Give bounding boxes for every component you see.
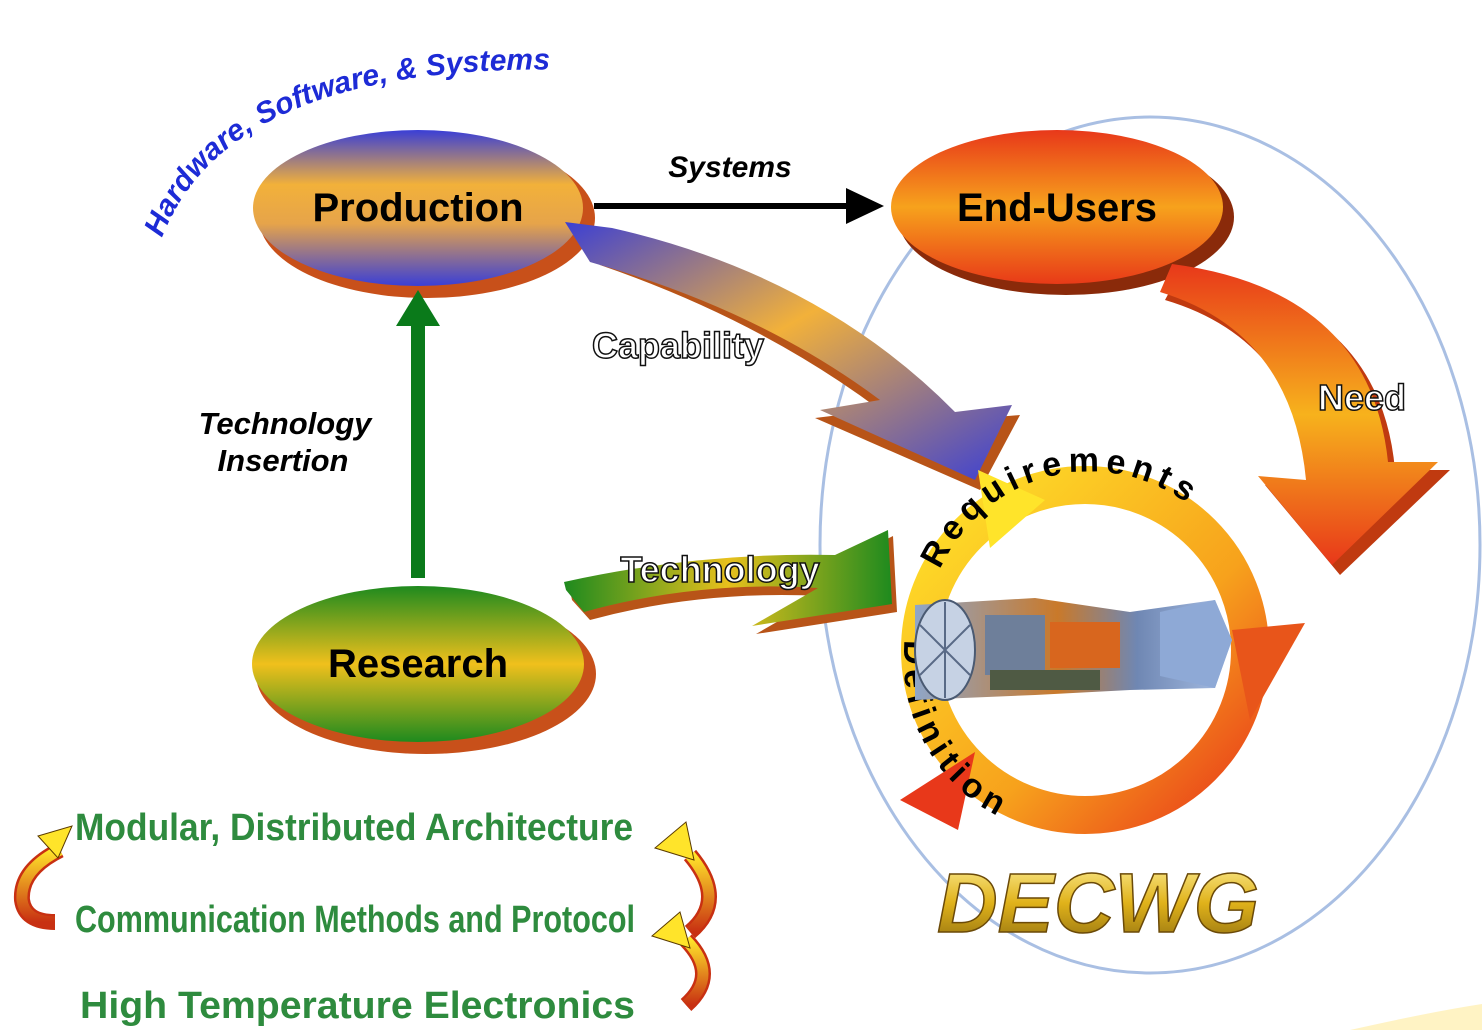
need-label: Need: [1318, 377, 1406, 418]
cycle-arrowhead-bottom: [900, 752, 975, 830]
curl-arrow-right-bottom: [650, 911, 711, 1011]
need-edge: Need: [1160, 264, 1450, 575]
systems-label: Systems: [668, 151, 791, 184]
focus-area-item: High Temperature Electronics: [80, 985, 635, 1027]
requirements-cycle: Requirements Definition: [895, 441, 1305, 834]
systems-edge: Systems: [594, 151, 884, 224]
focus-area-item: Communication Methods and Protocol: [75, 899, 635, 941]
focus-areas: Modular, Distributed Architecture Commun…: [75, 807, 635, 1027]
focus-ellipse: [818, 115, 1482, 975]
production-node: Production: [253, 130, 595, 298]
technology-edge: Technology: [564, 530, 897, 634]
capability-edge: Capability: [565, 222, 1020, 490]
decwg-logo: DECWG: [937, 856, 1259, 950]
curl-arrow-right-top: [653, 821, 717, 939]
turbofan-engine-image: [914, 598, 1232, 701]
production-label: Production: [312, 186, 523, 230]
insertion-label-line2: Insertion: [218, 443, 349, 478]
curl-arrow-left: [13, 825, 73, 930]
cycle-arrowhead-right: [1232, 623, 1305, 720]
research-node: Research: [252, 586, 596, 754]
research-label: Research: [328, 642, 508, 686]
cycle-arrowhead-top: [978, 470, 1045, 548]
corner-swoosh: [1350, 1004, 1482, 1030]
end-users-label: End-Users: [957, 186, 1157, 230]
technology-label: Technology: [620, 549, 819, 590]
focus-area-item: Modular, Distributed Architecture: [75, 807, 633, 849]
insertion-label-line1: Technology: [199, 406, 374, 441]
technology-insertion-edge: Technology Insertion: [199, 290, 440, 578]
capability-label: Capability: [592, 325, 764, 366]
end-users-node: End-Users: [891, 130, 1234, 295]
